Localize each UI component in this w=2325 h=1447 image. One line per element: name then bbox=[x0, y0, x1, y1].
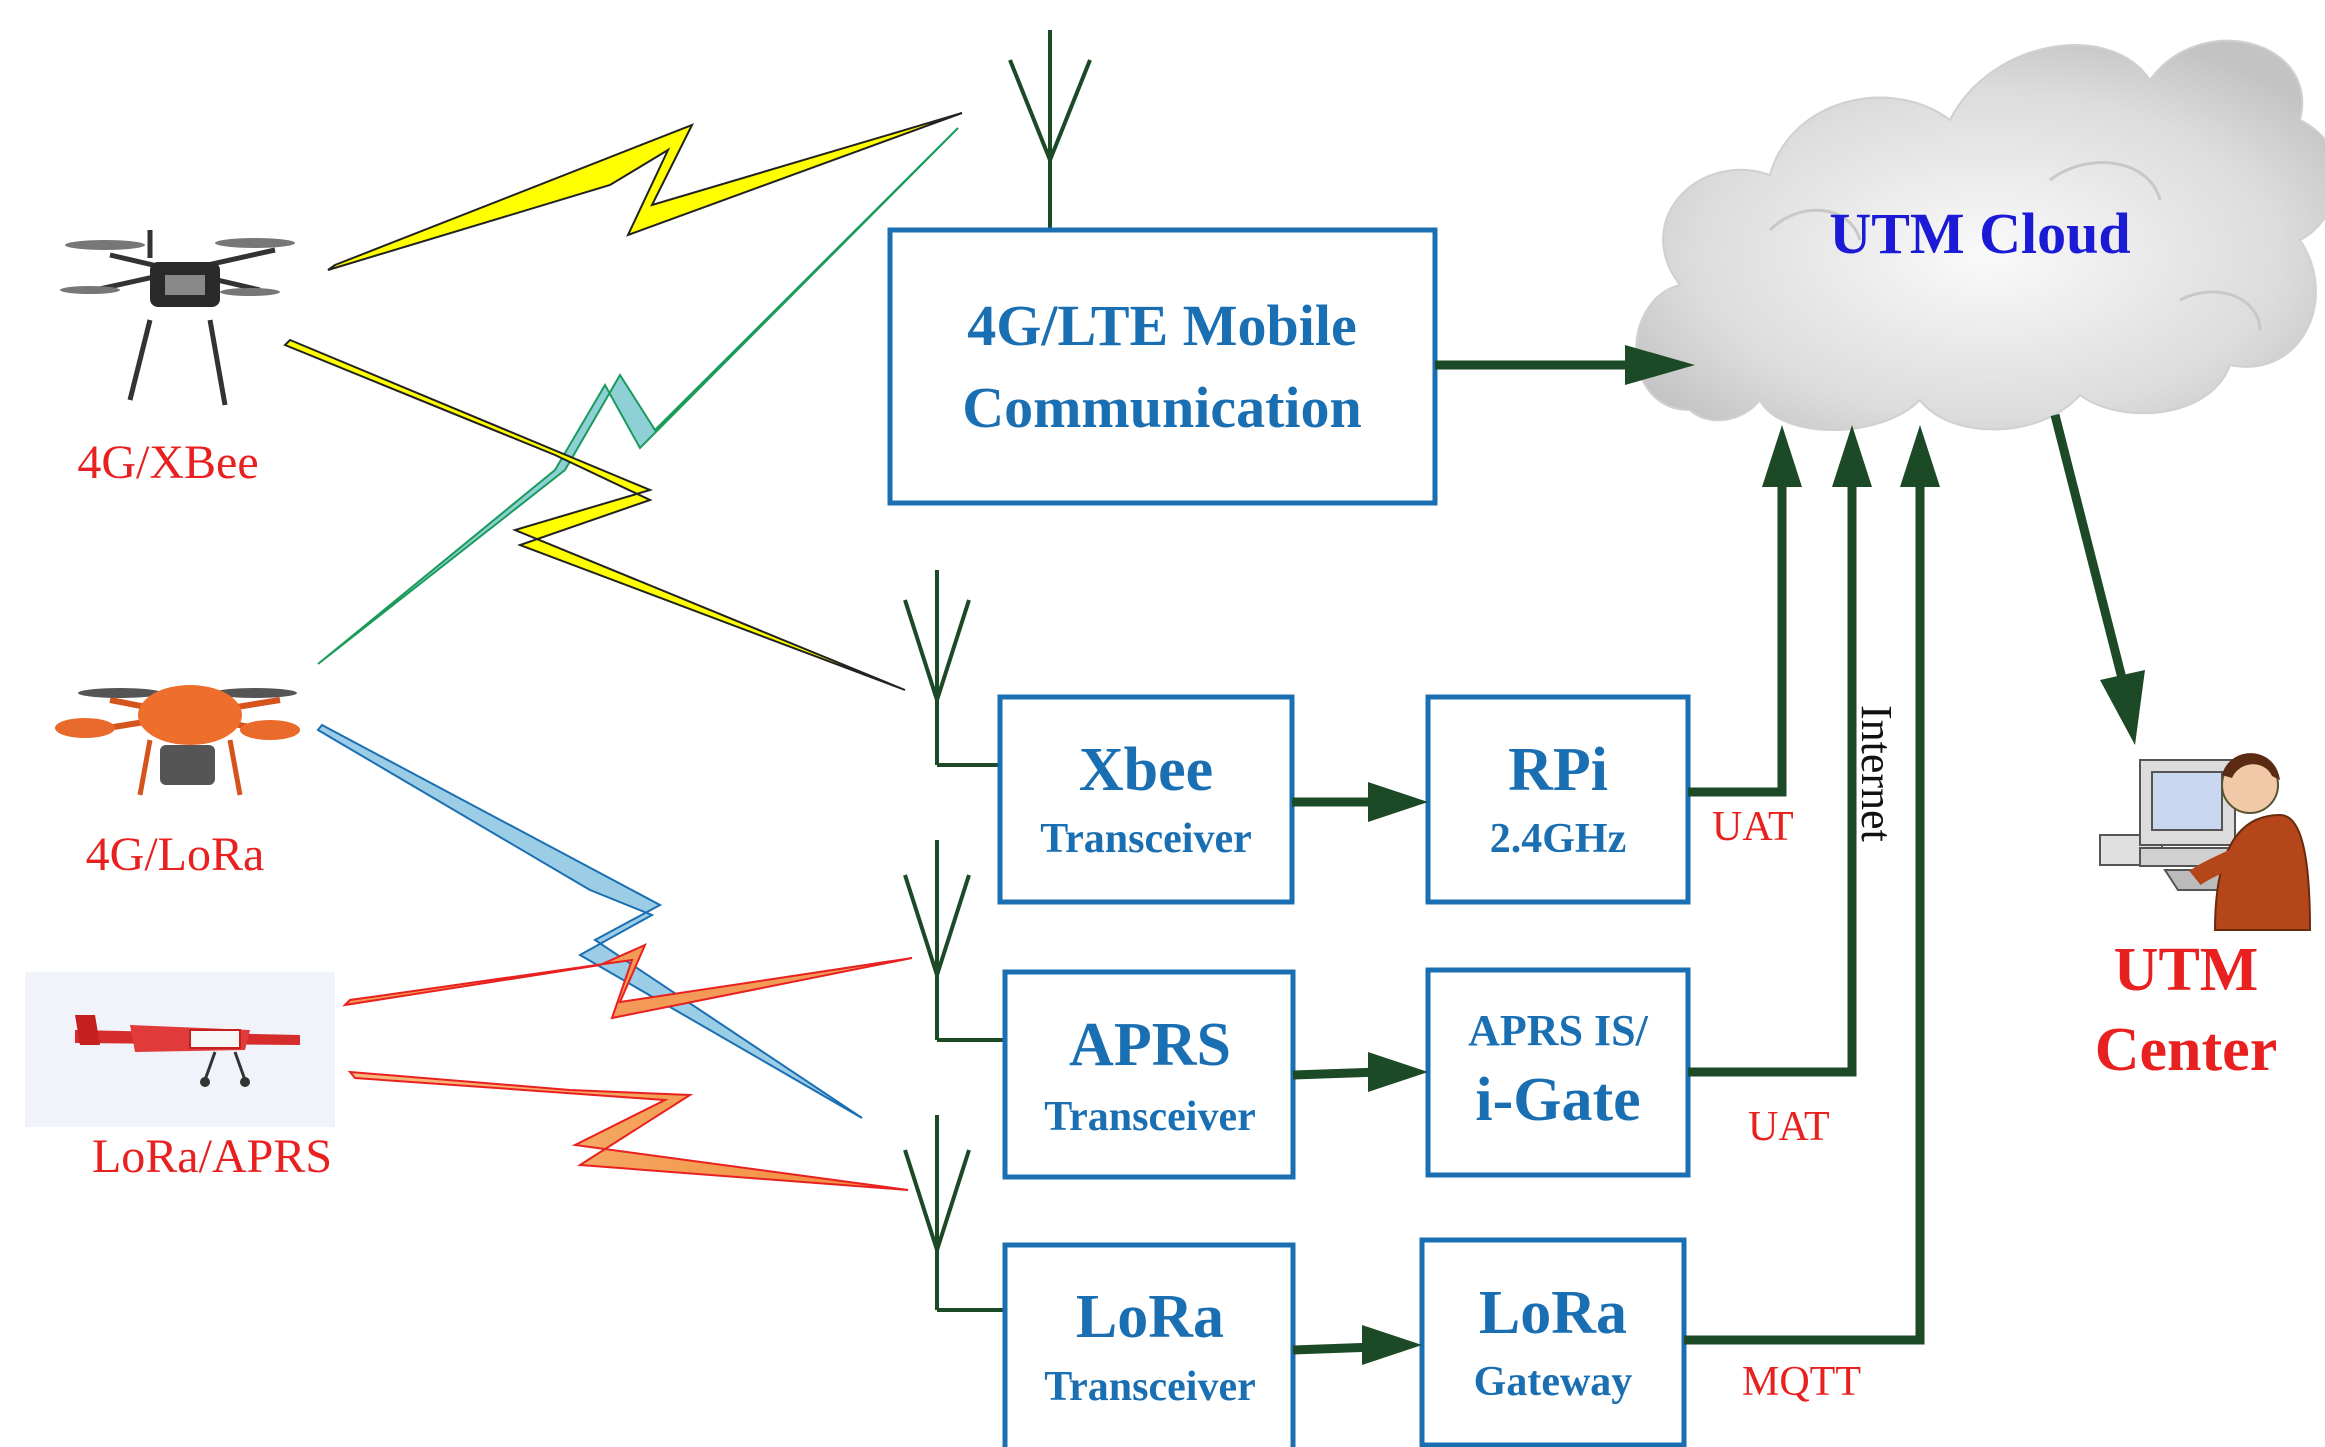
lora-box-sub: Transceiver bbox=[1044, 1364, 1255, 1410]
cloud-icon bbox=[1635, 39, 2325, 431]
uat-label-igate: UAT bbox=[1748, 1104, 1830, 1150]
drone-label-4g-xbee: 4G/XBee bbox=[77, 436, 258, 489]
xbee-transceiver-box: Xbee Transceiver bbox=[997, 694, 1295, 905]
gateway-to-cloud-arrow bbox=[1684, 475, 1925, 1345]
igate-box-sub: i-Gate bbox=[1475, 1066, 1640, 1134]
rpi-box: RPi 2.4GHz bbox=[1425, 694, 1691, 905]
rpi-box-title: RPi bbox=[1508, 736, 1608, 804]
xbee-box-title: Xbee bbox=[1079, 736, 1213, 804]
uat-label-rpi: UAT bbox=[1712, 804, 1794, 850]
aprs-box-title: APRS bbox=[1069, 1011, 1231, 1079]
bolt-lora-drone3 bbox=[347, 1070, 909, 1191]
lora-box-title: LoRa bbox=[1076, 1283, 1224, 1351]
bolt-4g-drone1 bbox=[327, 112, 963, 271]
bolt-xbee-drone1 bbox=[283, 338, 906, 691]
cloud-label: UTM Cloud bbox=[1829, 201, 2130, 266]
drone-label-4g-lora: 4G/LoRa bbox=[86, 828, 265, 881]
bolt-lora-drone2 bbox=[316, 723, 863, 1119]
arrowhead bbox=[1762, 425, 1802, 487]
quadcopter-black-icon bbox=[60, 230, 295, 406]
lora-to-gateway-arrow bbox=[1292, 1342, 1376, 1355]
internet-label: Internet bbox=[1852, 705, 1901, 842]
wireless-links bbox=[283, 112, 963, 1191]
computer-operator-icon bbox=[2099, 753, 2312, 931]
xbee-box-sub: Transceiver bbox=[1040, 816, 1251, 862]
aprs-igate-box: APRS IS/ i-Gate bbox=[1425, 967, 1691, 1178]
antenna-icon bbox=[903, 840, 1005, 1042]
gateway-box-title: LoRa bbox=[1479, 1279, 1627, 1347]
lte-box-line2: Communication bbox=[962, 375, 1362, 440]
bolt-4g-drone2 bbox=[317, 127, 959, 665]
arrowhead bbox=[1900, 425, 1940, 487]
arrowhead bbox=[1368, 1052, 1428, 1092]
antenna-icon bbox=[903, 1115, 1005, 1312]
fixed-wing-uav-icon bbox=[25, 972, 335, 1127]
antenna-icon bbox=[903, 570, 1000, 767]
arrowhead bbox=[1368, 782, 1428, 822]
igate-to-cloud-arrow bbox=[1688, 475, 1857, 1077]
arrowhead bbox=[1362, 1325, 1422, 1365]
bolt-aprs-drone3 bbox=[342, 943, 913, 1020]
igate-box-title: APRS IS/ bbox=[1468, 1006, 1648, 1055]
utm-center-line1: UTM bbox=[2114, 936, 2259, 1004]
aprs-transceiver-box: APRS Transceiver bbox=[1002, 969, 1296, 1180]
mqtt-label: MQTT bbox=[1742, 1359, 1861, 1405]
rpi-to-cloud-arrow bbox=[1688, 475, 1787, 797]
cloud-to-center-arrow bbox=[2050, 413, 2130, 692]
quadcopter-orange-icon bbox=[55, 685, 300, 796]
drone-label-lora-aprs: LoRa/APRS bbox=[92, 1130, 332, 1183]
gateway-box-sub: Gateway bbox=[1474, 1359, 1633, 1405]
connection-arrows bbox=[1292, 345, 2145, 1365]
arrowhead bbox=[1832, 425, 1872, 487]
lora-gateway-box: LoRa Gateway bbox=[1419, 1237, 1687, 1447]
aprs-to-igate-arrow bbox=[1292, 1067, 1381, 1080]
rpi-box-sub: 2.4GHz bbox=[1490, 816, 1626, 862]
lte-box: 4G/LTE Mobile Communication bbox=[887, 227, 1438, 506]
utm-center-line2: Center bbox=[2095, 1016, 2277, 1084]
antenna-icon bbox=[1008, 30, 1092, 230]
lte-box-line1: 4G/LTE Mobile bbox=[967, 293, 1356, 358]
arrowhead bbox=[1625, 345, 1695, 385]
arrowhead bbox=[2100, 670, 2145, 745]
aprs-box-sub: Transceiver bbox=[1044, 1094, 1255, 1140]
lora-transceiver-box: LoRa Transceiver bbox=[1002, 1242, 1296, 1447]
